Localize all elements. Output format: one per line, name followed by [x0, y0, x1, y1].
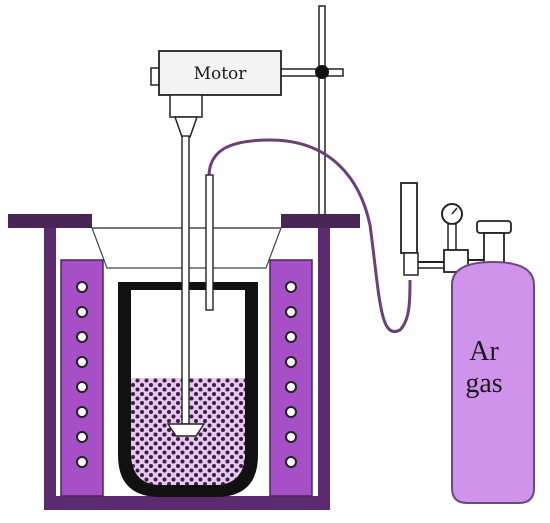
coil-turn — [76, 356, 88, 368]
stirrer-shaft — [181, 135, 190, 425]
coil-turn — [76, 331, 88, 343]
coil-turn — [76, 406, 88, 418]
motor-neck — [169, 94, 203, 118]
flow-meter — [400, 182, 419, 276]
coil-turn — [285, 306, 297, 318]
flow-meter-tube — [400, 182, 418, 254]
stand-pole — [318, 5, 326, 217]
coil-turn — [76, 381, 88, 393]
argon-gas-hose — [207, 138, 412, 333]
gas-inlet-tube — [205, 174, 214, 311]
valve-stem — [483, 232, 505, 264]
furnace-lid-right — [281, 214, 360, 228]
cylinder-label-line2: gas — [465, 368, 502, 399]
motor-body — [158, 50, 282, 96]
coil-turn — [76, 431, 88, 443]
motor-label: Motor — [194, 64, 248, 84]
coil-turns-left — [76, 281, 88, 468]
coil-turn — [76, 306, 88, 318]
coil-turn — [76, 281, 88, 293]
coil-turn — [285, 281, 297, 293]
cylinder-label-line1: Ar — [469, 336, 499, 367]
coil-turns-right — [285, 281, 297, 468]
coil-turn — [285, 381, 297, 393]
flow-meter-base — [403, 252, 419, 276]
coil-turn — [285, 456, 297, 468]
gauge-stem — [447, 223, 457, 253]
stirrer-impeller — [166, 423, 206, 437]
argon-cylinder — [451, 260, 535, 504]
motor: Motor — [150, 50, 282, 138]
coil-turn — [285, 406, 297, 418]
coil-turn — [285, 331, 297, 343]
furnace-base — [44, 496, 330, 510]
coil-turn — [76, 456, 88, 468]
furnace-lid-left — [8, 214, 92, 228]
cylinder-valve — [468, 220, 512, 264]
furnace-wall-left — [44, 228, 56, 506]
furnace-wall-right — [318, 228, 330, 506]
pressure-gauge — [441, 203, 463, 253]
gauge-needle — [451, 207, 458, 215]
motor-chuck — [173, 116, 199, 138]
stand-clamp — [315, 65, 329, 79]
stand-arm — [278, 68, 344, 77]
coil-turn — [285, 431, 297, 443]
valve-handwheel — [476, 220, 512, 234]
coil-turn — [285, 356, 297, 368]
